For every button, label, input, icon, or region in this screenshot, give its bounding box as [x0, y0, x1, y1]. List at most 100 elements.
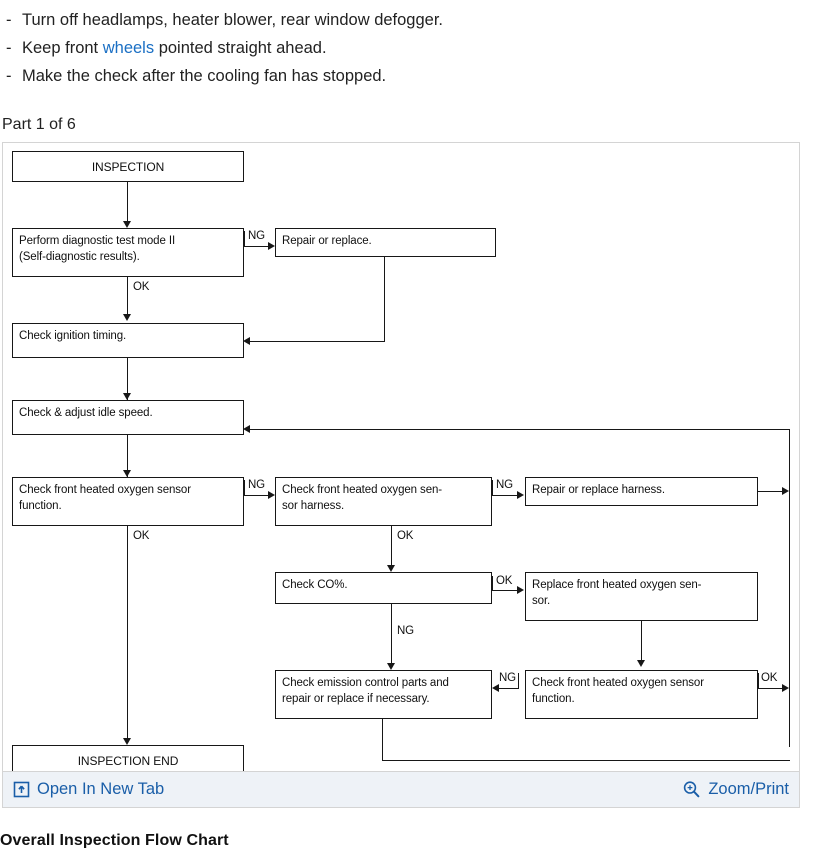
next-section-heading: Overall Inspection Flow Chart	[0, 832, 229, 848]
figure-toolbar: Open In New Tab Zoom/Print	[3, 771, 799, 807]
edge-harness-ng-stub	[492, 480, 494, 496]
flow-node-fho2s-function-2: Check front heated oxygen sensor functio…	[525, 670, 758, 719]
edge-label-ng-5: NG	[499, 672, 516, 684]
node-line-2: function.	[532, 693, 575, 705]
edge-label-ok-3: OK	[397, 530, 414, 542]
note-item: - Keep front wheels pointed straight ahe…	[0, 34, 826, 62]
edge-label-ok-2: OK	[133, 530, 150, 542]
arrowhead-left	[243, 337, 250, 345]
edge-label-ok-4: OK	[496, 575, 513, 587]
part-indicator: Part 1 of 6	[2, 116, 76, 133]
node-line-2: sor harness.	[282, 500, 345, 512]
note-item: - Turn off headlamps, heater blower, rea…	[0, 6, 826, 34]
zoom-print-button[interactable]: Zoom/Print	[682, 780, 789, 799]
arrowhead-right	[782, 684, 789, 692]
flow-node-inspection-end: INSPECTION END	[12, 745, 244, 771]
flow-node-replace-fho2s: Replace front heated oxygen sen- sor.	[525, 572, 758, 621]
arrowhead-left	[243, 425, 250, 433]
note-text: Make the check after the cooling fan has…	[22, 62, 826, 90]
edge-label-ng-3: NG	[496, 479, 513, 491]
edge-co-to-replace	[492, 590, 519, 592]
flow-node-fho2s-harness: Check front heated oxygen sen- sor harne…	[275, 477, 492, 526]
flow-node-fho2s-function: Check front heated oxygen sensor functio…	[12, 477, 244, 526]
flow-node-repair-or-replace: Repair or replace.	[275, 228, 496, 257]
edge-co-ng-line	[391, 604, 393, 664]
flow-node-inspection: INSPECTION	[12, 151, 244, 182]
edge-inspection-to-diag	[127, 182, 129, 221]
edge-label-ng-1: NG	[248, 230, 265, 242]
edge-emission-to-bus	[382, 760, 790, 762]
bullet-dash: -	[6, 39, 12, 57]
edge-replace-to-func2	[641, 621, 643, 661]
note-text-before: Keep front	[22, 39, 103, 57]
flow-node-check-idle-speed: Check & adjust idle speed.	[12, 400, 244, 435]
bullet-dash: -	[6, 11, 12, 29]
node-line-2: repair or replace if necessary.	[282, 693, 430, 705]
edge-diag-ok-line	[127, 277, 129, 315]
edge-co-ok-stub	[492, 576, 494, 591]
arrowhead-right	[782, 487, 789, 495]
wheels-link[interactable]: wheels	[102, 39, 155, 57]
edge-return-to-idle	[249, 429, 790, 431]
arrowhead-down	[387, 565, 395, 572]
edge-harness-ok-line	[391, 526, 393, 566]
note-text: Keep front wheels pointed straight ahead…	[22, 34, 826, 62]
edge-idle-to-fho2s	[127, 435, 129, 477]
edge-harness-to-repair-harness	[492, 495, 519, 497]
arrowhead-down	[123, 470, 131, 477]
note-text: Turn off headlamps, heater blower, rear …	[22, 6, 826, 34]
edge-fho2s-ok-to-end	[127, 526, 129, 740]
node-line-1: Perform diagnostic test mode II	[19, 235, 176, 247]
note-text-before: Turn off headlamps, heater blower, rear …	[22, 11, 443, 29]
node-line-1: Check front heated oxygen sensor	[19, 484, 191, 496]
note-text-after: pointed straight ahead.	[154, 39, 327, 57]
note-item: - Make the check after the cooling fan h…	[0, 62, 826, 90]
arrowhead-down	[123, 314, 131, 321]
flow-node-check-ignition-timing: Check ignition timing.	[12, 323, 244, 358]
edge-emission-down	[382, 719, 384, 761]
edge-diag-ng-stub	[244, 231, 246, 247]
arrowhead-right	[268, 491, 275, 499]
flow-chart-image: INSPECTION Perform diagnostic test mode …	[3, 143, 799, 771]
arrowhead-down	[123, 393, 131, 400]
edge-func2-ng-stub	[518, 673, 520, 689]
arrowhead-down	[387, 663, 395, 670]
node-line-1: Replace front heated oxygen sen-	[532, 579, 702, 591]
arrowhead-down	[637, 660, 645, 667]
intro-notes: - Turn off headlamps, heater blower, rea…	[0, 0, 826, 90]
edge-repair-harness-to-bus	[758, 491, 784, 493]
edge-fho2s-ng-stub	[244, 480, 246, 496]
zoom-in-icon	[682, 780, 701, 799]
flow-node-emission-control: Check emission control parts and repair …	[275, 670, 492, 719]
arrowhead-right	[517, 586, 524, 594]
node-line-1: Check emission control parts and	[282, 677, 449, 689]
arrowhead-down	[123, 738, 131, 745]
node-line-1: Check front heated oxygen sensor	[532, 677, 704, 689]
node-line-1: Check front heated oxygen sen-	[282, 484, 443, 496]
edge-repair-down	[384, 257, 386, 342]
node-line-2: function.	[19, 500, 62, 512]
edge-label-ng-4: NG	[397, 625, 414, 637]
edge-func2-to-bus	[758, 688, 784, 690]
node-line-2: sor.	[532, 595, 551, 607]
flow-node-diagnostic-test-mode: Perform diagnostic test mode II (Self-di…	[12, 228, 244, 277]
return-bus-vertical	[789, 429, 791, 747]
open-in-new-tab-icon	[13, 781, 30, 798]
node-line-2: (Self-diagnostic results).	[19, 251, 140, 263]
note-text-before: Make the check after the cooling fan has…	[22, 67, 387, 85]
edge-label-ok-1: OK	[133, 281, 150, 293]
bullet-dash: -	[6, 67, 12, 85]
open-in-new-tab-button[interactable]: Open In New Tab	[13, 780, 164, 799]
arrowhead-right	[517, 491, 524, 499]
edge-repair-to-ignition	[248, 341, 385, 343]
edge-label-ok-5: OK	[761, 672, 778, 684]
edge-diag-to-repair	[244, 246, 270, 248]
zoom-print-label: Zoom/Print	[708, 780, 789, 798]
figure-viewer: INSPECTION Perform diagnostic test mode …	[2, 142, 800, 808]
edge-fho2s-to-harness	[244, 495, 270, 497]
arrowhead-left	[492, 684, 499, 692]
edge-func2-to-emission	[498, 688, 519, 690]
arrowhead-down	[123, 221, 131, 228]
edge-ignition-to-idle	[127, 358, 129, 400]
arrowhead-right	[268, 242, 275, 250]
